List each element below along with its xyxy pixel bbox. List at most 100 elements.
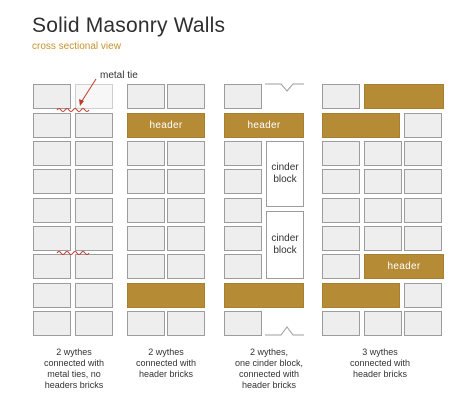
brick <box>167 84 205 109</box>
brick <box>167 226 205 251</box>
cinder-block-label: block <box>273 174 297 185</box>
brick <box>33 226 71 251</box>
brick <box>127 84 165 109</box>
brick <box>224 141 262 166</box>
brick <box>322 311 360 336</box>
brick <box>167 169 205 194</box>
brick <box>33 283 71 308</box>
brick <box>33 254 71 279</box>
brick <box>322 84 360 109</box>
brick <box>75 113 113 138</box>
brick <box>224 226 262 251</box>
caption-line: 2 wythes, <box>249 347 289 357</box>
brick <box>127 226 165 251</box>
brick <box>224 198 262 223</box>
metal-tie-2 <box>56 251 90 255</box>
page-subtitle: cross sectional view <box>32 41 121 52</box>
header-brick: header <box>364 254 444 279</box>
brick <box>127 311 165 336</box>
caption-line: headers bricks <box>44 380 104 390</box>
brick <box>322 198 360 223</box>
caption-line: 2 wythes <box>56 347 92 357</box>
caption-line: 2 wythes <box>148 347 184 357</box>
brick <box>404 311 442 336</box>
header-brick-label: header <box>387 261 421 272</box>
brick <box>167 311 205 336</box>
caption-line: connected with <box>43 358 105 368</box>
cinder-break-top <box>265 83 304 92</box>
caption-line: 3 wythes <box>362 347 398 357</box>
brick <box>127 198 165 223</box>
caption-line: connected with <box>238 369 300 379</box>
caption-line: one cinder block, <box>234 358 304 368</box>
caption-line: connected with <box>135 358 197 368</box>
brick <box>167 254 205 279</box>
cinder-block-label: block <box>273 245 297 256</box>
brick <box>75 141 113 166</box>
brick <box>127 169 165 194</box>
brick <box>75 283 113 308</box>
header-brick <box>322 113 400 138</box>
caption-line: header bricks <box>241 380 297 390</box>
brick <box>404 141 442 166</box>
header-brick <box>322 283 400 308</box>
brick <box>33 84 71 109</box>
caption-line: header bricks <box>352 369 408 379</box>
brick <box>364 226 402 251</box>
metal-tie-arrowhead <box>79 99 84 106</box>
brick <box>224 169 262 194</box>
page-title: Solid Masonry Walls <box>32 14 226 37</box>
brick <box>75 311 113 336</box>
brick <box>404 113 442 138</box>
brick <box>322 254 360 279</box>
brick <box>364 311 402 336</box>
brick <box>322 141 360 166</box>
brick <box>322 226 360 251</box>
caption-line: metal ties, no <box>47 369 101 379</box>
brick <box>75 198 113 223</box>
brick <box>322 169 360 194</box>
brick <box>33 198 71 223</box>
cinder-break-bottom <box>265 326 304 336</box>
brick <box>364 169 402 194</box>
header-brick: header <box>224 113 304 138</box>
brick <box>167 198 205 223</box>
brick <box>404 169 442 194</box>
brick <box>33 113 71 138</box>
brick <box>364 141 402 166</box>
cinder-block-label: cinder <box>271 233 299 244</box>
brick <box>75 84 113 109</box>
header-brick <box>127 283 205 308</box>
brick <box>404 226 442 251</box>
caption-line: connected with <box>349 358 411 368</box>
brick <box>33 311 71 336</box>
header-brick <box>364 84 444 109</box>
brick <box>127 254 165 279</box>
column-caption: 2 wythes,one cinder block,connected with… <box>219 347 319 391</box>
metal-tie-1 <box>56 108 90 112</box>
brick <box>364 198 402 223</box>
brick <box>404 283 442 308</box>
brick <box>75 226 113 251</box>
brick <box>167 141 205 166</box>
header-brick: header <box>127 113 205 138</box>
brick <box>224 84 262 109</box>
header-brick-label: header <box>247 120 281 131</box>
cinder-block-label: cinder <box>271 162 299 173</box>
brick <box>75 169 113 194</box>
brick <box>404 198 442 223</box>
metal-tie-pointer <box>79 78 97 105</box>
header-brick <box>224 283 304 308</box>
brick <box>224 254 262 279</box>
caption-line: header bricks <box>138 369 194 379</box>
brick <box>75 254 113 279</box>
brick <box>33 141 71 166</box>
header-brick-label: header <box>149 120 183 131</box>
brick <box>33 169 71 194</box>
